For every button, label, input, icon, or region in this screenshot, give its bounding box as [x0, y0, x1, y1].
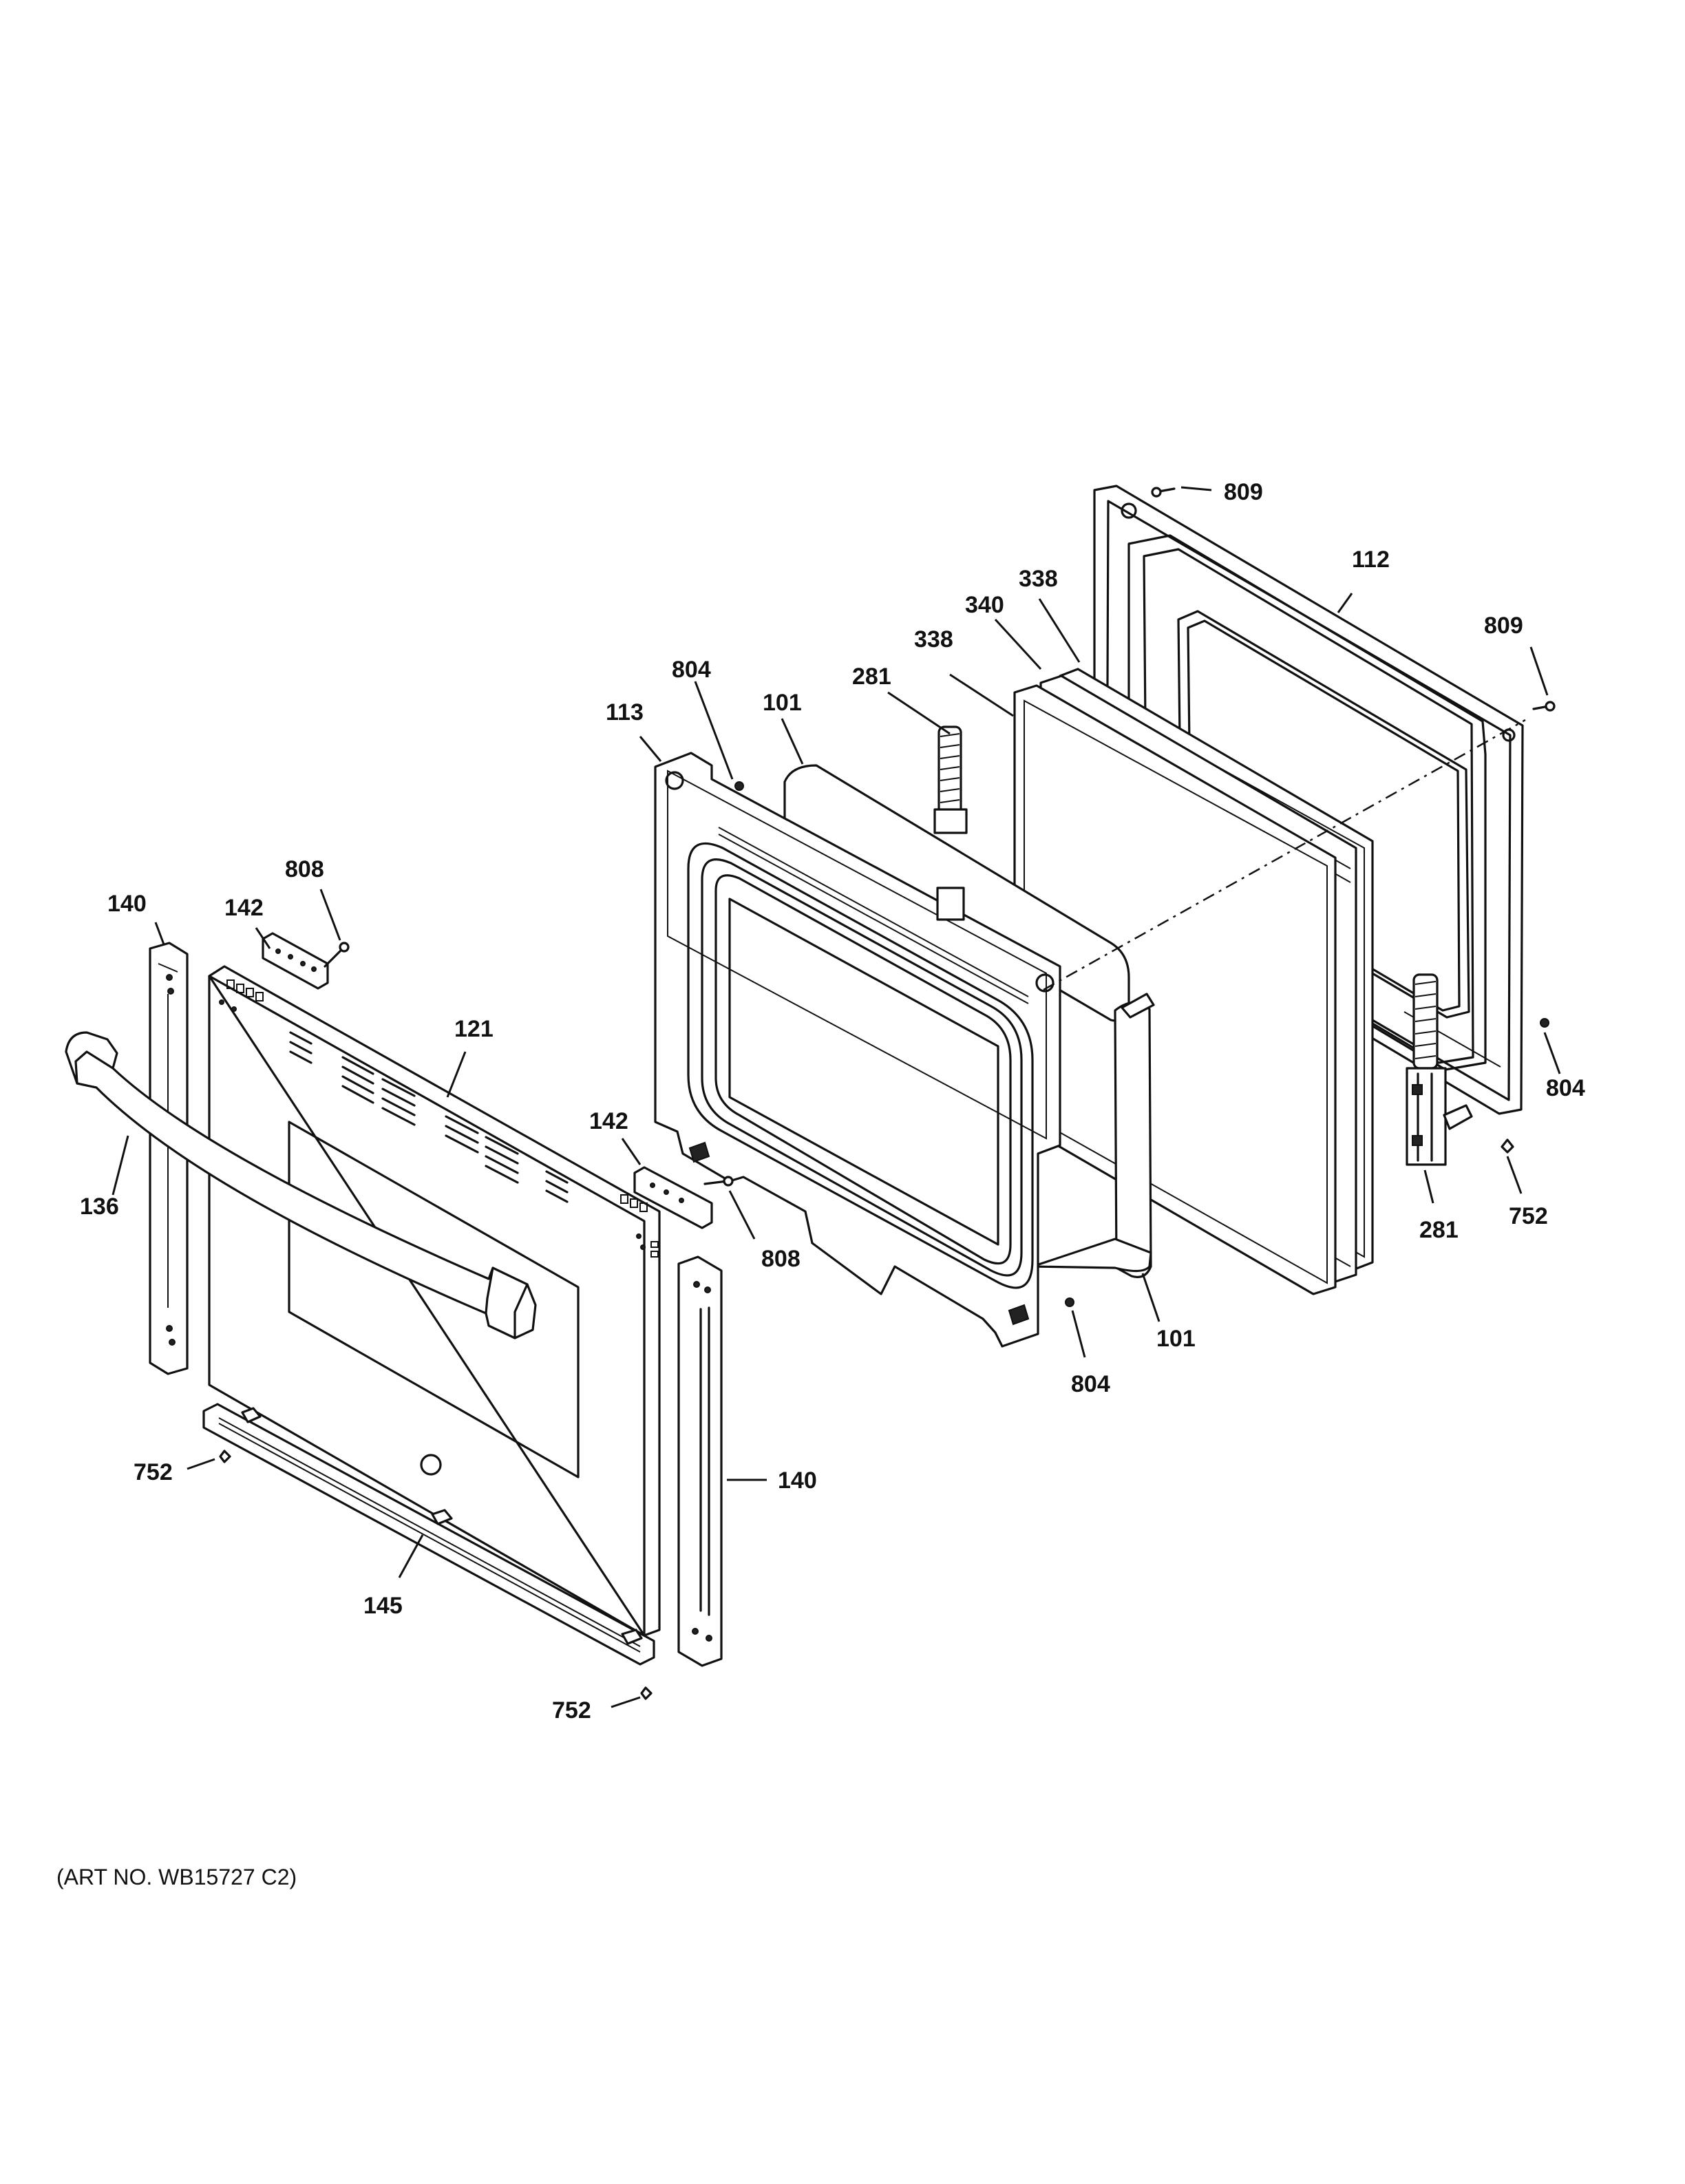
callout-140-top: 140	[107, 891, 147, 917]
callout-112: 112	[1352, 547, 1390, 573]
callout-338-front: 338	[914, 626, 953, 653]
vent-slots	[289, 1031, 569, 1203]
callout-808-top: 808	[285, 856, 324, 882]
callout-804-bottom: 804	[1071, 1371, 1110, 1397]
screw-804-bottom	[1065, 1297, 1074, 1307]
screw-809-right	[1532, 701, 1556, 712]
screw-804-right	[1540, 1018, 1549, 1028]
screw-808-top	[324, 942, 350, 968]
screw-809-top	[1151, 487, 1176, 498]
callout-140-right: 140	[778, 1467, 817, 1494]
part-281-hinge-right	[1406, 973, 1473, 1166]
callout-136: 136	[80, 1194, 119, 1220]
screw-808-right	[703, 1176, 734, 1187]
callout-281-bottom: 281	[1419, 1217, 1459, 1243]
callout-752-left: 752	[134, 1459, 173, 1485]
callout-808-right: 808	[761, 1246, 801, 1272]
control-marks	[219, 979, 659, 1258]
callout-labels: 809 112 809 338 340 338 281 804 101 113 …	[80, 479, 1585, 1724]
part-281-hinge-left	[933, 725, 968, 921]
callout-142-right: 142	[589, 1108, 628, 1134]
callout-113: 113	[606, 699, 644, 725]
callout-752-bottom: 752	[552, 1697, 591, 1724]
callout-338-top: 338	[1019, 566, 1058, 592]
leader-lines	[112, 486, 1561, 1708]
part-142-bracket-top	[262, 932, 329, 990]
part-142-bracket-right	[633, 1166, 713, 1229]
callout-145: 145	[363, 1593, 403, 1619]
brand-logo	[420, 1454, 442, 1476]
callout-281-top: 281	[852, 664, 891, 690]
part-121-outer-door-panel	[208, 965, 661, 1637]
part-136-door-handle	[65, 1031, 537, 1339]
callout-101-bottom: 101	[1156, 1326, 1196, 1352]
callout-809-top: 809	[1224, 479, 1263, 505]
part-140-side-trim-right	[677, 1255, 723, 1667]
nut-752-bottom	[640, 1686, 653, 1700]
callout-101-top: 101	[763, 690, 802, 716]
callout-121: 121	[454, 1016, 494, 1042]
callout-340: 340	[965, 592, 1004, 618]
part-140-side-trim-left	[149, 942, 189, 1375]
art-number: (ART NO. WB15727 C2)	[56, 1865, 297, 1889]
callout-804-top: 804	[672, 657, 711, 683]
part-145-bottom-trim	[202, 1403, 655, 1666]
callout-142-top: 142	[224, 895, 264, 921]
screw-804-top	[734, 781, 744, 791]
callout-804-right: 804	[1546, 1075, 1585, 1101]
part-113-door-frame	[654, 752, 1061, 1348]
nut-752-right	[1501, 1138, 1514, 1154]
callout-752-right: 752	[1509, 1203, 1548, 1229]
callout-809-right: 809	[1484, 613, 1523, 639]
nut-752-left	[219, 1450, 231, 1463]
